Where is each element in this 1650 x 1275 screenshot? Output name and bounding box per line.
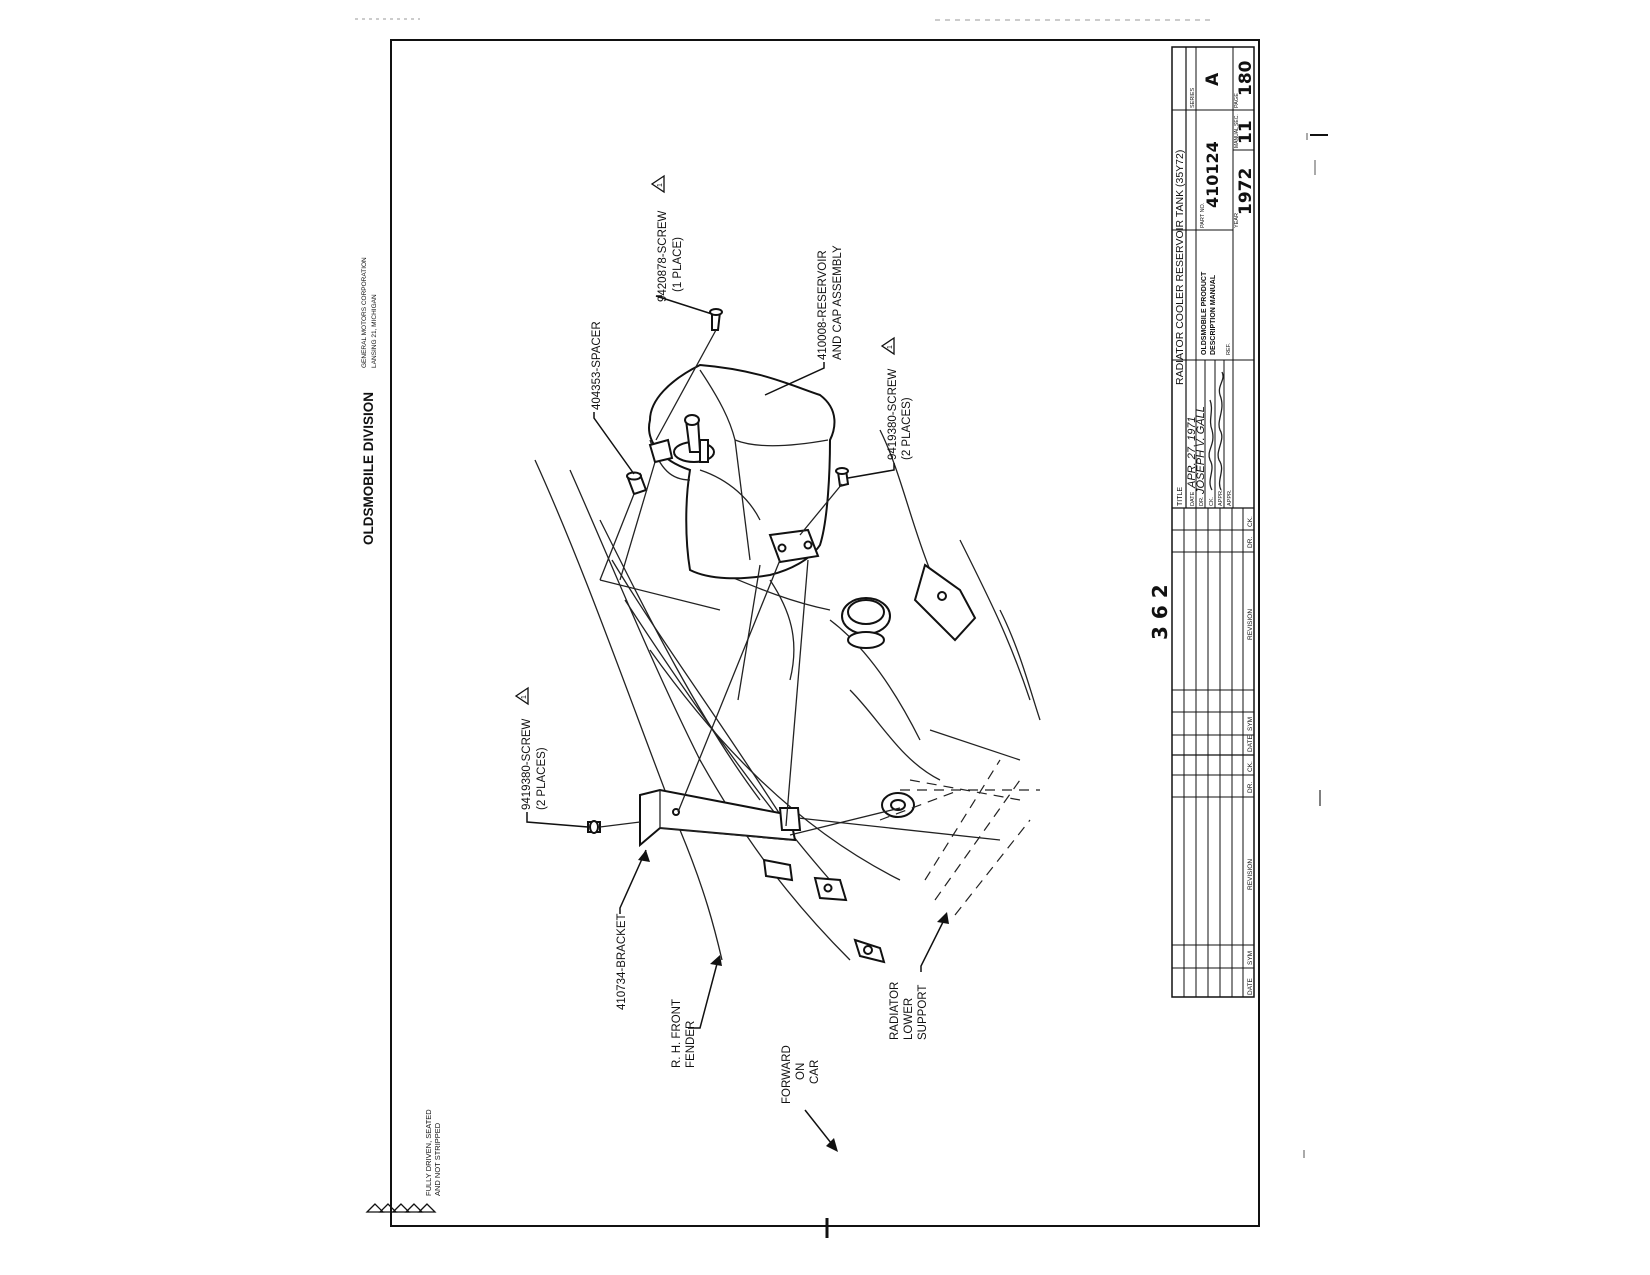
svg-text:PAGE: PAGE [1234,93,1240,108]
svg-text:FORWARD: FORWARD [781,1045,793,1104]
bracket-part [639,788,886,964]
callout-screw-top: 9420878-SCREW (1 PLACE) 1 [650,174,713,315]
svg-text:(2 PLACES): (2 PLACES) [536,747,548,810]
svg-text:CK.: CK. [1247,516,1254,527]
svg-text:CK.: CK. [1209,496,1215,506]
svg-text:9419380-SCREW: 9419380-SCREW [887,368,899,460]
svg-text:APPR.: APPR. [1227,489,1233,506]
screw-left-part [587,820,601,834]
screw-top-part [709,308,723,331]
screw-mid-part [835,467,850,488]
manual-line-2: DESCRIPTION MANUAL [1210,274,1217,355]
svg-text:(2 PLACES): (2 PLACES) [901,397,913,460]
svg-text:DR.: DR. [1247,782,1254,793]
svg-text:CK.: CK. [1247,761,1254,772]
revision-table: DATE SYM REVISION DR. CK. DATE SYM REVIS… [1172,507,1254,997]
callout-screw-mid: 9419380-SCREW (2 PLACES) 1 [847,336,913,479]
svg-text:DATE: DATE [1190,491,1196,506]
svg-text:SYM: SYM [1247,717,1254,731]
assembly-illustration [534,308,1041,964]
section-value: 11 [1236,120,1256,144]
svg-text:1: 1 [657,183,664,187]
svg-text:DR.: DR. [1199,496,1205,506]
svg-text:REVISION: REVISION [1247,859,1254,890]
svg-text:ON: ON [795,1063,807,1080]
svg-text:REF.: REF. [1226,343,1232,355]
svg-text:9420878-SCREW: 9420878-SCREW [657,210,669,302]
notes-block: FULLY DRIVEN, SEATED AND NOT STRIPPED [365,1109,442,1213]
svg-text:R. H. FRONT: R. H. FRONT [671,999,683,1068]
svg-text:LOWER: LOWER [903,998,915,1040]
svg-text:1: 1 [887,345,894,349]
division-header: OLDSMOBILE DIVISION GENERAL MOTORS CORPO… [361,257,378,545]
fender-outline [534,459,723,961]
svg-text:DR.: DR. [1247,537,1254,548]
svg-text:CAR: CAR [809,1060,821,1084]
svg-text:PART NO.: PART NO. [1200,202,1206,228]
page-value: 180 [1236,60,1256,96]
date-value: APR. 27, 1971 [1186,416,1198,489]
svg-text:404353-SPACER: 404353-SPACER [591,321,603,410]
callout-radiator-support: RADIATOR LOWER SUPPORT [889,912,949,1040]
svg-text:(1 PLACE): (1 PLACE) [672,237,684,292]
title-block: DATE SYM REVISION DR. CK. DATE SYM REVIS… [1171,46,1256,998]
checker-signature [1208,399,1214,491]
note-line-1: FULLY DRIVEN, SEATED [424,1109,433,1196]
svg-text:9419380-SCREW: 9419380-SCREW [521,718,533,810]
reservoir-tank [648,363,836,580]
svg-text:410734-BRACKET: 410734-BRACKET [616,913,628,1010]
svg-text:MANUAL SEC.: MANUAL SEC. [1234,114,1240,148]
spacer [626,471,648,496]
svg-text:1: 1 [521,695,528,699]
svg-text:DATE: DATE [1247,734,1254,752]
callout-screw-left: 9419380-SCREW (2 PLACES) 1 [514,686,589,828]
svg-text:YEAR: YEAR [1234,213,1240,228]
location-name: LANSING 21, MICHIGAN [371,294,378,368]
drafter-value: JOSEPH V. GALL [1195,406,1207,495]
approver-signature [1217,371,1224,491]
svg-text:AND CAP ASSEMBLY: AND CAP ASSEMBLY [832,245,844,360]
svg-text:REVISION: REVISION [1247,609,1254,640]
svg-text:RADIATOR: RADIATOR [889,982,901,1040]
division-title: OLDSMOBILE DIVISION [361,392,376,545]
scan-artifacts [355,18,1321,1158]
svg-text:SERIES: SERIES [1190,87,1196,108]
corporation-name: GENERAL MOTORS CORPORATION [361,257,368,368]
warning-triangle-icon [365,1203,437,1213]
series-value: A [1203,72,1223,86]
explode-lines [599,329,1001,841]
year-value: 1972 [1236,168,1256,215]
manual-line-1: OLDSMOBILE PRODUCT [1201,271,1208,355]
svg-text:DATE: DATE [1247,977,1254,995]
radiator-panel [913,563,977,642]
sheet-number: 3 6 2 [1148,584,1172,640]
radiator-cap [841,597,891,649]
drawing-border [390,39,1260,1227]
callout-spacer: 404353-SPACER [591,321,635,475]
callout-labels: 9420878-SCREW (1 PLACE) 1 404353-SPACER … [514,174,1172,1152]
drawing-title: RADIATOR COOLER RESERVOIR TANK (35Y72) [1174,150,1186,385]
svg-text:SYM: SYM [1247,951,1254,965]
part-number: 410124 [1203,141,1222,208]
callout-reservoir: 410008-RESERVOIR AND CAP ASSEMBLY [764,245,844,396]
callout-bracket: 410734-BRACKET [616,849,650,1010]
title-label: TITLE [1177,487,1184,506]
svg-text:SUPPORT: SUPPORT [917,985,929,1040]
callout-fender: R. H. FRONT FENDER [671,955,722,1068]
svg-text:APPR.: APPR. [1218,489,1224,506]
note-line-2: AND NOT STRIPPED [433,1122,442,1196]
svg-text:FENDER: FENDER [685,1021,697,1068]
forward-indicator: FORWARD ON CAR [781,1045,838,1152]
svg-text:410008-RESERVOIR: 410008-RESERVOIR [817,250,829,360]
